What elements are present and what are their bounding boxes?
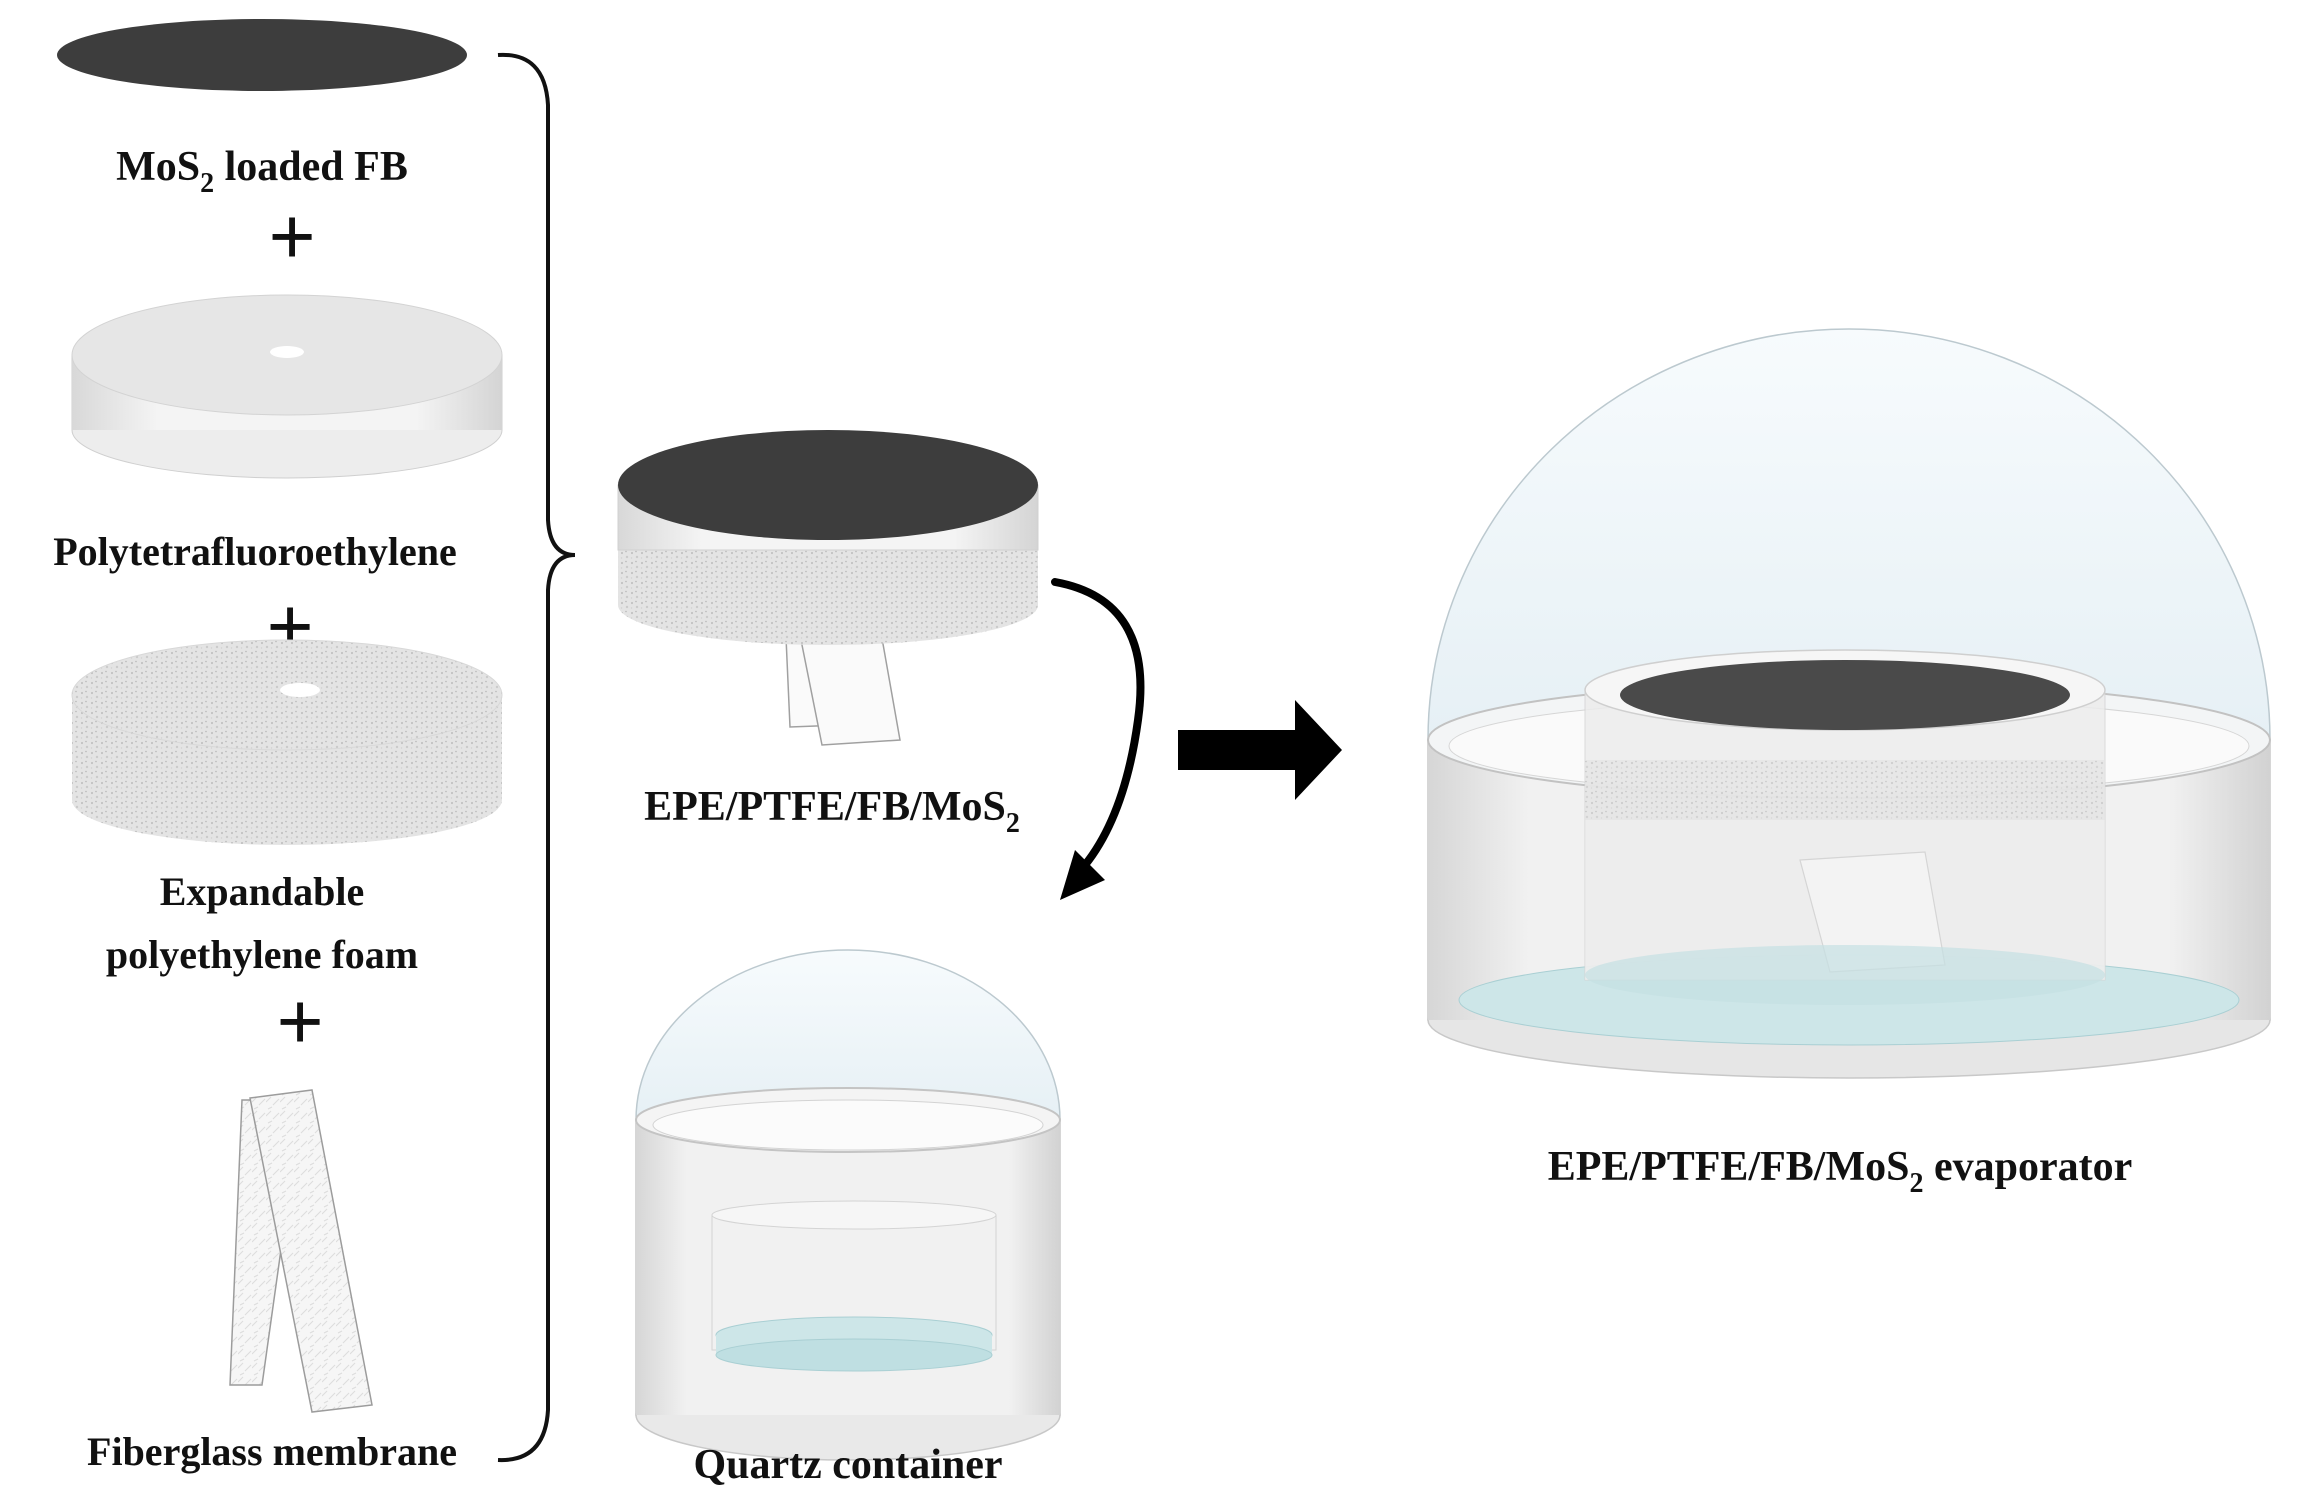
- evaporator-device: [1427, 328, 2271, 1079]
- quartz-label: Quartz container: [693, 1442, 1002, 1488]
- evaporator-label: EPE/PTFE/FB/MoS2 evaporator: [1548, 1144, 2132, 1199]
- assembly-stack: [617, 430, 1039, 746]
- epe-label-line1: Expandable: [160, 869, 365, 914]
- plus-sign-3: +: [276, 976, 324, 1069]
- mos2-loaded-fb-disk: [57, 19, 467, 91]
- epe-label-line2: polyethylene foam: [106, 932, 418, 977]
- mos2-fb-label: MoS2 loaded FB: [116, 144, 408, 199]
- quartz-container: [635, 949, 1061, 1461]
- fiberglass-label: Fiberglass membrane: [87, 1429, 457, 1474]
- assembly-label: EPE/PTFE/FB/MoS2: [644, 784, 1020, 839]
- plus-sign-1: +: [268, 191, 316, 284]
- ptfe-label: Polytetrafluoroethylene: [53, 529, 457, 574]
- curved-arrow: [1051, 578, 1145, 900]
- right-arrow: [1178, 700, 1342, 800]
- ptfe-disk: [71, 294, 503, 479]
- epe-foam-disk: [71, 639, 503, 845]
- fiberglass-membrane-strips: [229, 1089, 373, 1413]
- grouping-brace: [497, 52, 576, 1463]
